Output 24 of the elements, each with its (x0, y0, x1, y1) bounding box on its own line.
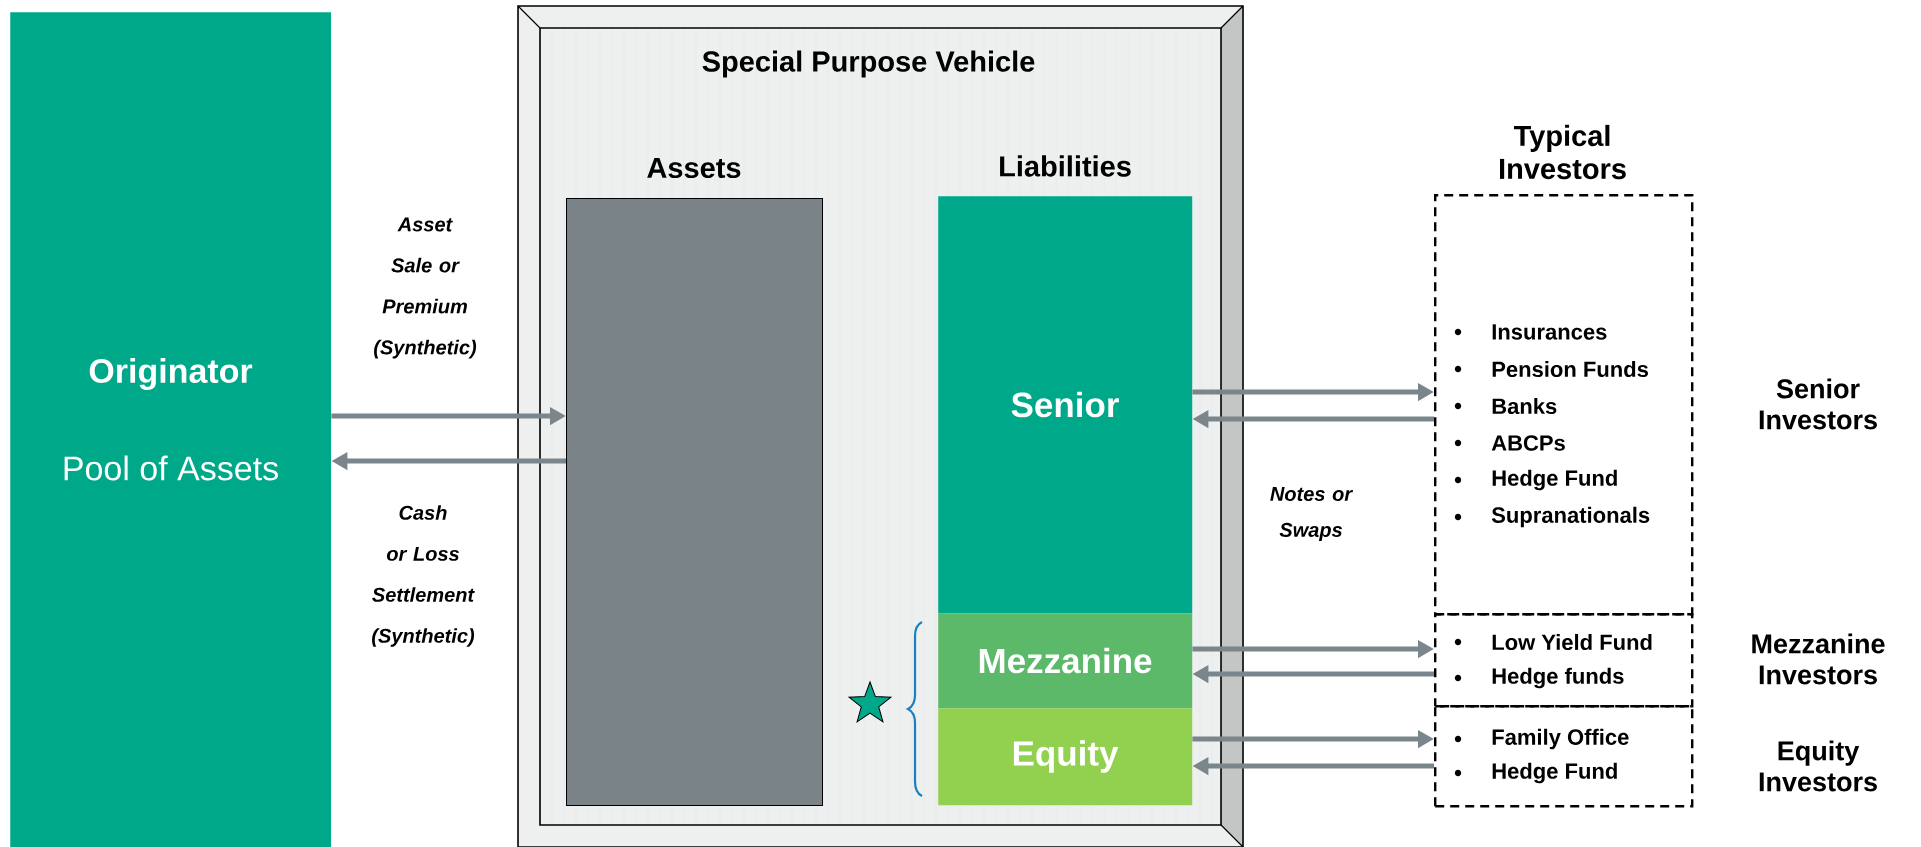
edge-label: Asset Sale or Premium (Synthetic) (374, 217, 477, 359)
heading: Special Purpose Vehicle (702, 50, 1035, 78)
flow-label: Notes or Swaps (1270, 487, 1354, 541)
list-item: ABCPs (1454, 435, 1565, 451)
list-item: Hedge Fund (1454, 469, 1617, 491)
edge-label: Cash or Loss Settlement (Synthetic) (372, 505, 475, 647)
heading: Assets (647, 157, 741, 179)
tranche-box: Mezzanine (938, 613, 1193, 709)
heading: Liabilities (1000, 155, 1131, 177)
tranche-box: Equity (938, 708, 1193, 806)
originator-box: Originator Pool of Assets (10, 12, 332, 847)
list-item: Low Yield Fund (1454, 633, 1652, 651)
list-item: Banks (1454, 397, 1557, 415)
list-item: Hedge funds (1454, 667, 1624, 689)
list-item: Hedge Fund (1454, 762, 1617, 784)
list-item: Supranationals (1454, 506, 1650, 528)
list-item: Pension Funds (1454, 360, 1648, 378)
heading: Typical Investors (1500, 124, 1626, 180)
tranche-box: Senior (938, 196, 1193, 614)
list-item: Family Office (1454, 728, 1629, 750)
group-label: Mezzanine Investors (1752, 633, 1885, 685)
list-item: Insurances (1454, 324, 1607, 340)
group-label: Senior Investors (1759, 378, 1877, 430)
group-label: Equity Investors (1759, 740, 1877, 792)
